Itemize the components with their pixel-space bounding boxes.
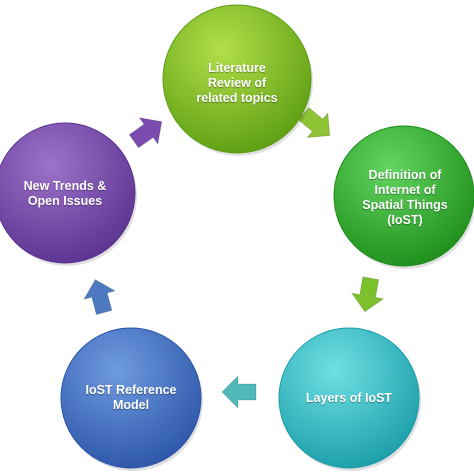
node-label-reference: IoST Reference Model [85,383,177,412]
node-label-layers: Layers of IoST [305,390,393,405]
nodes-layer [0,4,474,471]
node-label-trends: New Trends & Open Issues [23,179,107,208]
node-label-definition: Definition of Internet of Spatial Things… [362,168,448,227]
arrow-definition-to-layers [350,276,385,313]
node-circle-reference [60,327,202,469]
node-circle-trends [0,122,136,264]
node-circle-layers [278,327,420,469]
arrow-literature-to-definition [297,106,331,139]
arrow-reference-to-trends [82,278,117,316]
node-circle-literature [162,4,312,154]
node-label-literature: Literature Review of related topics [196,60,278,105]
arrow-layers-to-reference [221,374,257,410]
node-circle-definition [333,125,474,267]
arrow-trends-to-literature [128,117,163,149]
arrows-layer [82,106,385,410]
